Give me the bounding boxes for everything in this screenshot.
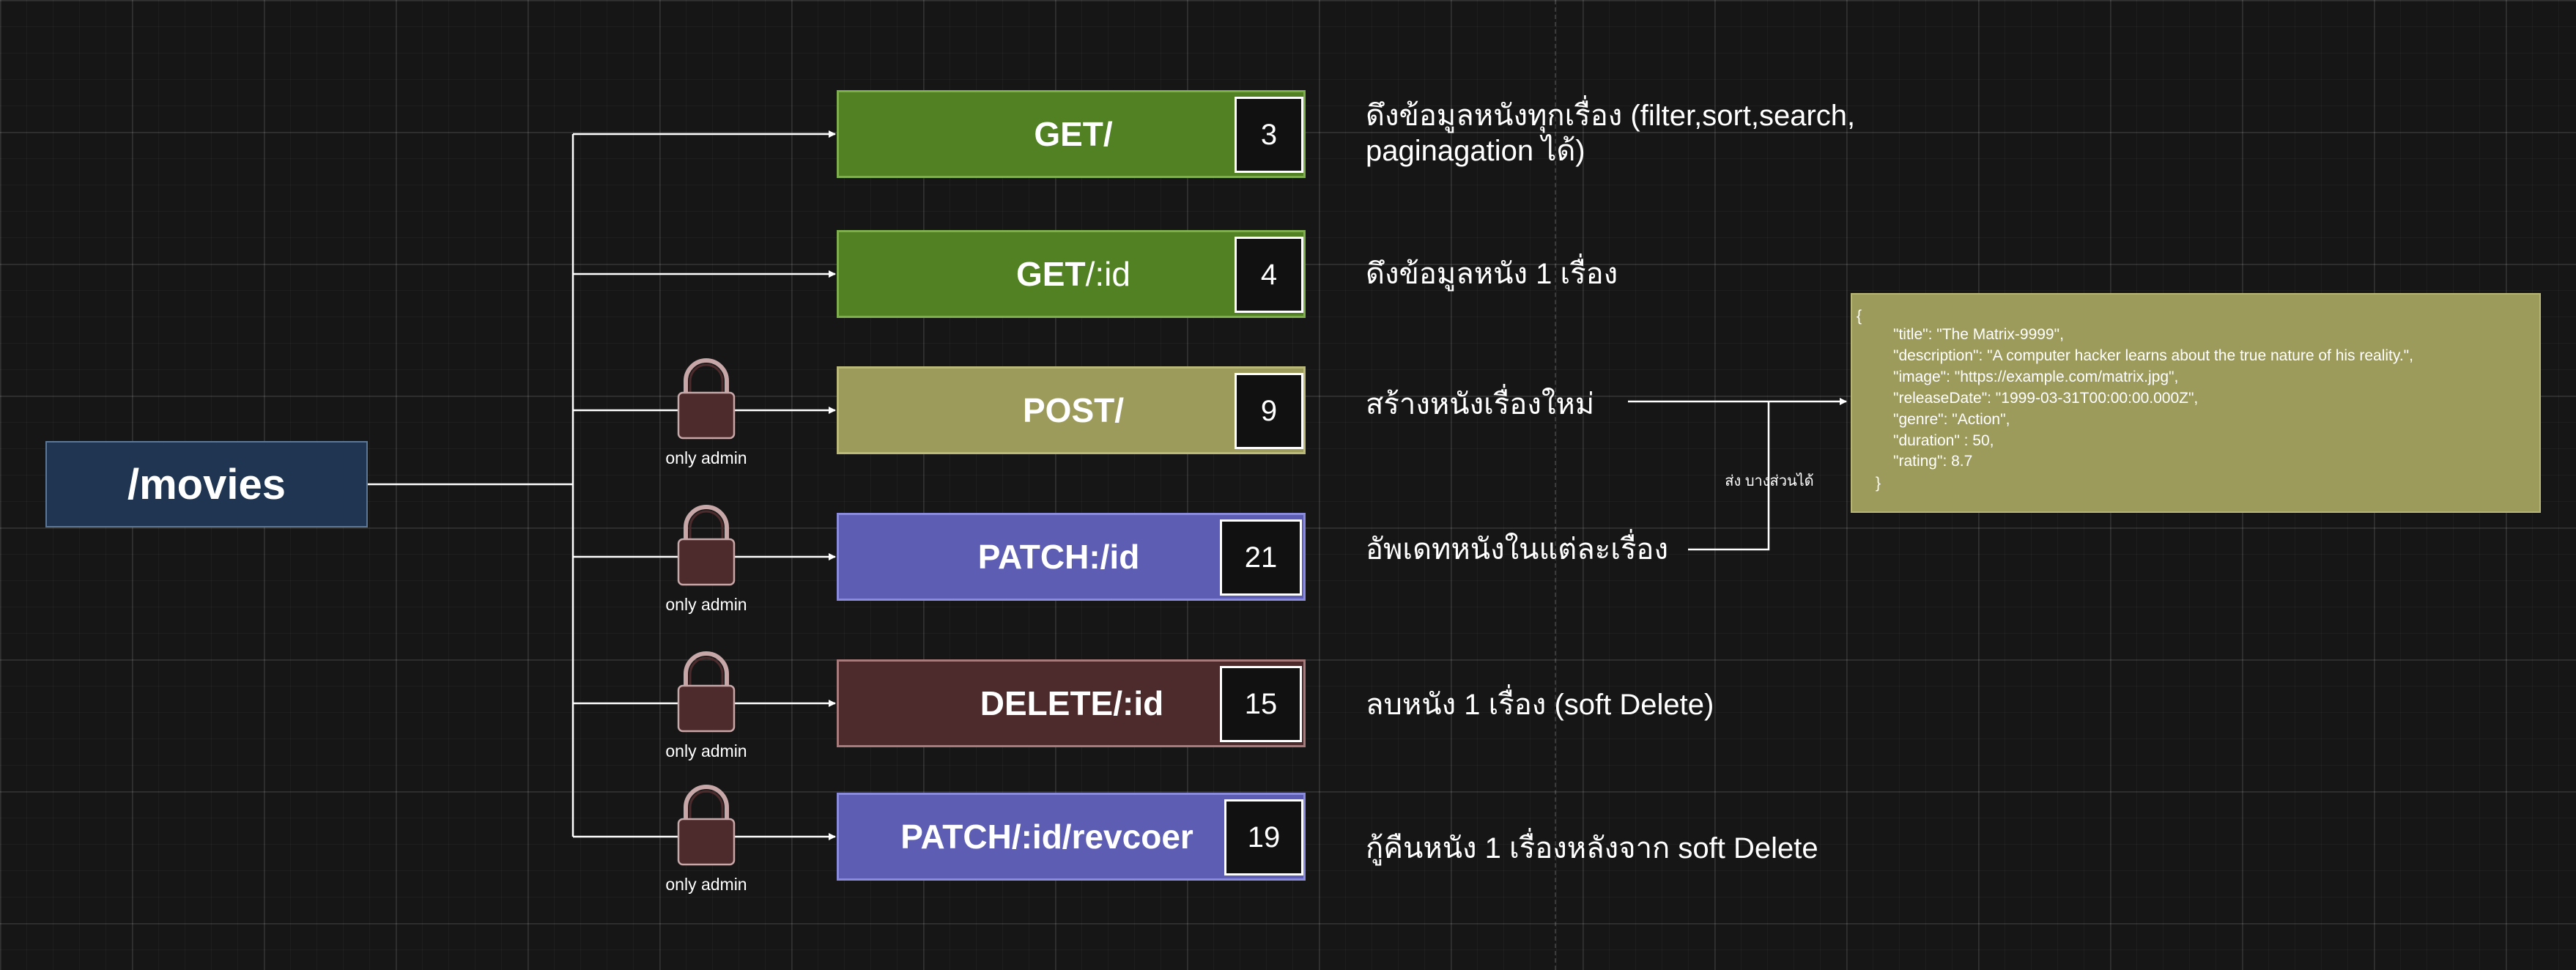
endpoint-description: ดึงข้อมูลหนังทุกเรื่อง (filter,sort,sear… [1366,98,1855,169]
endpoint-path: / [1114,391,1125,429]
lock-icon [677,651,736,733]
endpoint-method: GET [1034,115,1103,153]
json-line: "image": "https://example.com/matrix.jpg… [1893,369,2179,385]
endpoint-count-badge: 21 [1220,519,1302,596]
endpoint-post-box[interactable]: POST /9 [837,366,1306,454]
description-line: ดึงข้อมูลหนังทุกเรื่อง (filter,sort,sear… [1366,100,1856,132]
json-line: } [1876,475,1881,492]
partial-payload-label: ส่ง บางส่วนได้ [1725,473,1814,489]
page-break-guide [1555,0,1556,970]
endpoint-get-box[interactable]: GET /3 [837,90,1306,178]
root-resource-label: /movies [127,460,286,508]
endpoint-method: PATCH [900,818,1012,856]
endpoint-path: /:id [1085,255,1130,293]
endpoint-count-badge: 19 [1224,799,1303,875]
description-line: ลบหนัง 1 เรื่อง (soft Delete) [1366,689,1714,721]
endpoint-count-badge: 4 [1235,237,1303,313]
lock-icon [677,785,736,866]
endpoint-description: อัพเดทหนังในแต่ละเรื่อง [1366,532,1668,567]
endpoint-method: POST [1022,391,1115,429]
endpoint-path: :/id [1089,538,1140,576]
endpoint-label: DELETE /:id [881,662,1262,745]
endpoint-label: PATCH :/id [868,515,1249,599]
endpoint-description: กู้คืนหนัง 1 เรื่องหลังจาก soft Delete [1366,831,1818,866]
lock-icon [677,358,736,440]
json-line: "duration" : 50, [1893,432,1994,449]
description-line: สร้างหนังเรื่องใหม่ [1366,388,1595,421]
endpoint-label: POST / [883,369,1264,452]
endpoint-label: GET /:id [883,232,1264,316]
endpoint-method: PATCH [977,538,1089,576]
description-line: กู้คืนหนัง 1 เรื่องหลังจาก soft Delete [1366,832,1818,865]
root-resource-box: /movies [45,441,368,527]
only-admin-label: only admin [665,875,747,894]
endpoint-label: GET / [883,92,1264,176]
endpoint-description: ลบหนัง 1 เรื่อง (soft Delete) [1366,687,1714,722]
json-line: { [1857,308,1862,325]
description-line: paginagation ได้) [1366,135,1585,167]
endpoint-label: PATCH /:id/revcoer [856,795,1237,878]
endpoint-description: สร้างหนังเรื่องใหม่ [1366,387,1594,422]
only-admin-label: only admin [665,741,747,760]
endpoint-path: /:id [1113,684,1164,722]
json-line: "description": "A computer hacker learns… [1893,347,2413,364]
request-body-example: { "title": "The Matrix-9999", "description… [1851,293,2541,513]
endpoint-method: DELETE [980,684,1114,722]
description-line: อัพเดทหนังในแต่ละเรื่อง [1366,533,1668,566]
endpoint-method: GET [1016,255,1086,293]
json-line: "rating": 8.7 [1893,453,1973,470]
endpoint-path: /:id/revcoer [1011,818,1193,856]
only-admin-label: only admin [665,595,747,614]
lock-icon [677,505,736,586]
json-line: "title": "The Matrix-9999", [1893,326,2064,343]
endpoint-count-badge: 15 [1220,666,1302,742]
description-line: ดึงข้อมูลหนัง 1 เรื่อง [1366,258,1618,290]
endpoint-description: ดึงข้อมูลหนัง 1 เรื่อง [1366,256,1618,292]
json-line: "releaseDate": "1999-03-31T00:00:00.000Z… [1893,390,2199,407]
patch-payload-line [1688,401,1770,551]
endpoint-path: / [1103,115,1113,153]
only-admin-label: only admin [665,448,747,467]
endpoint-count-badge: 9 [1235,373,1303,449]
json-line: "genre": "Action", [1893,411,2010,428]
endpoint-count-badge: 3 [1235,97,1303,173]
